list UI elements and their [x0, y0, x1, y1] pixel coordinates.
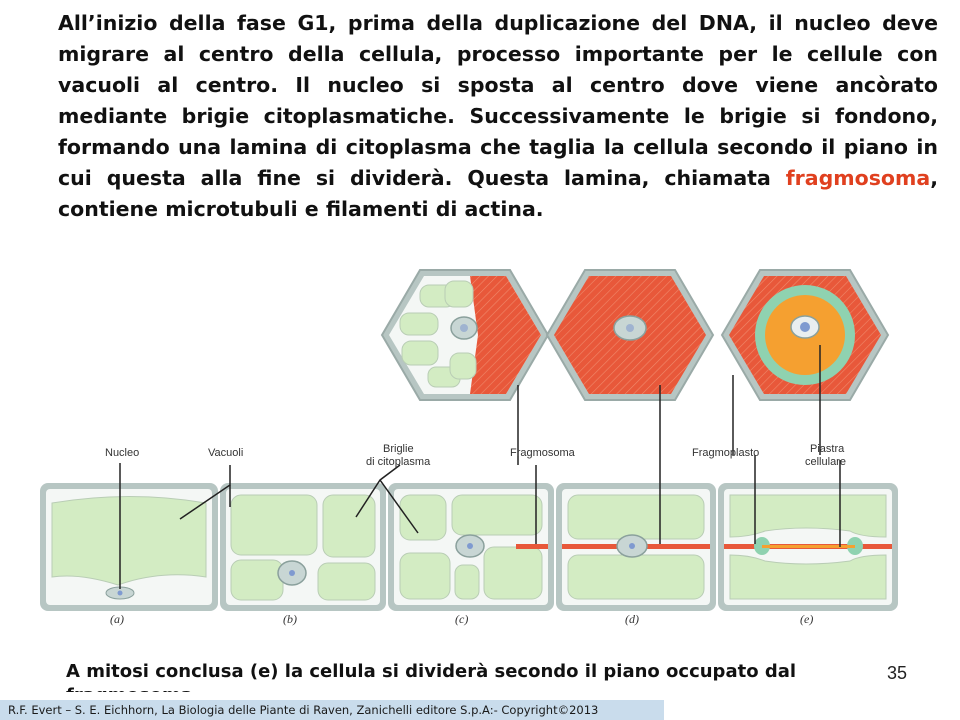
intro-paragraph: All’inizio della fase G1, prima della du… — [58, 8, 938, 225]
label-fragmoplasto: Fragmoplasto — [692, 447, 759, 459]
label-nucleo: Nucleo — [105, 447, 139, 459]
intro-text-end: , contiene microtubuli e filamenti di ac… — [58, 166, 938, 221]
cell-b — [220, 483, 386, 611]
footer-citation: R.F. Evert – S. E. Eichhorn, La Biologia… — [0, 700, 664, 720]
hexagon-view-c — [380, 269, 550, 401]
cell-a — [40, 483, 218, 611]
cell-e — [718, 483, 898, 611]
cell-d — [556, 483, 716, 611]
label-briglie-1: Briglie — [383, 443, 414, 455]
label-piastra-1: Piastra — [810, 443, 845, 455]
panel-label-c: (c) — [455, 612, 468, 626]
cell-c — [388, 483, 554, 611]
panel-label-b: (b) — [283, 612, 297, 626]
label-piastra-2: cellulare — [805, 456, 846, 468]
panel-label-d: (d) — [625, 612, 639, 626]
hexagon-view-e — [720, 269, 890, 401]
label-briglie-2: di citoplasma — [366, 456, 431, 468]
bottom-text: A mitosi conclusa (e) la cellula si divi… — [66, 661, 797, 692]
label-vacuoli: Vacuoli — [208, 447, 243, 459]
leader-lines — [119, 345, 841, 589]
hexagon-view-d — [545, 269, 715, 401]
intro-text-start: All’inizio della fase G1, prima della du… — [58, 11, 938, 190]
panel-label-e: (e) — [800, 612, 813, 626]
label-fragmosoma: Fragmosoma — [510, 447, 576, 459]
fragmosoma-highlight: fragmosoma — [785, 166, 931, 190]
page-number: 35 — [887, 663, 908, 683]
panel-label-a: (a) — [110, 612, 124, 626]
cell-division-figure: Nucleo Vacuoli Briglie di citoplasma Fra… — [40, 269, 898, 626]
